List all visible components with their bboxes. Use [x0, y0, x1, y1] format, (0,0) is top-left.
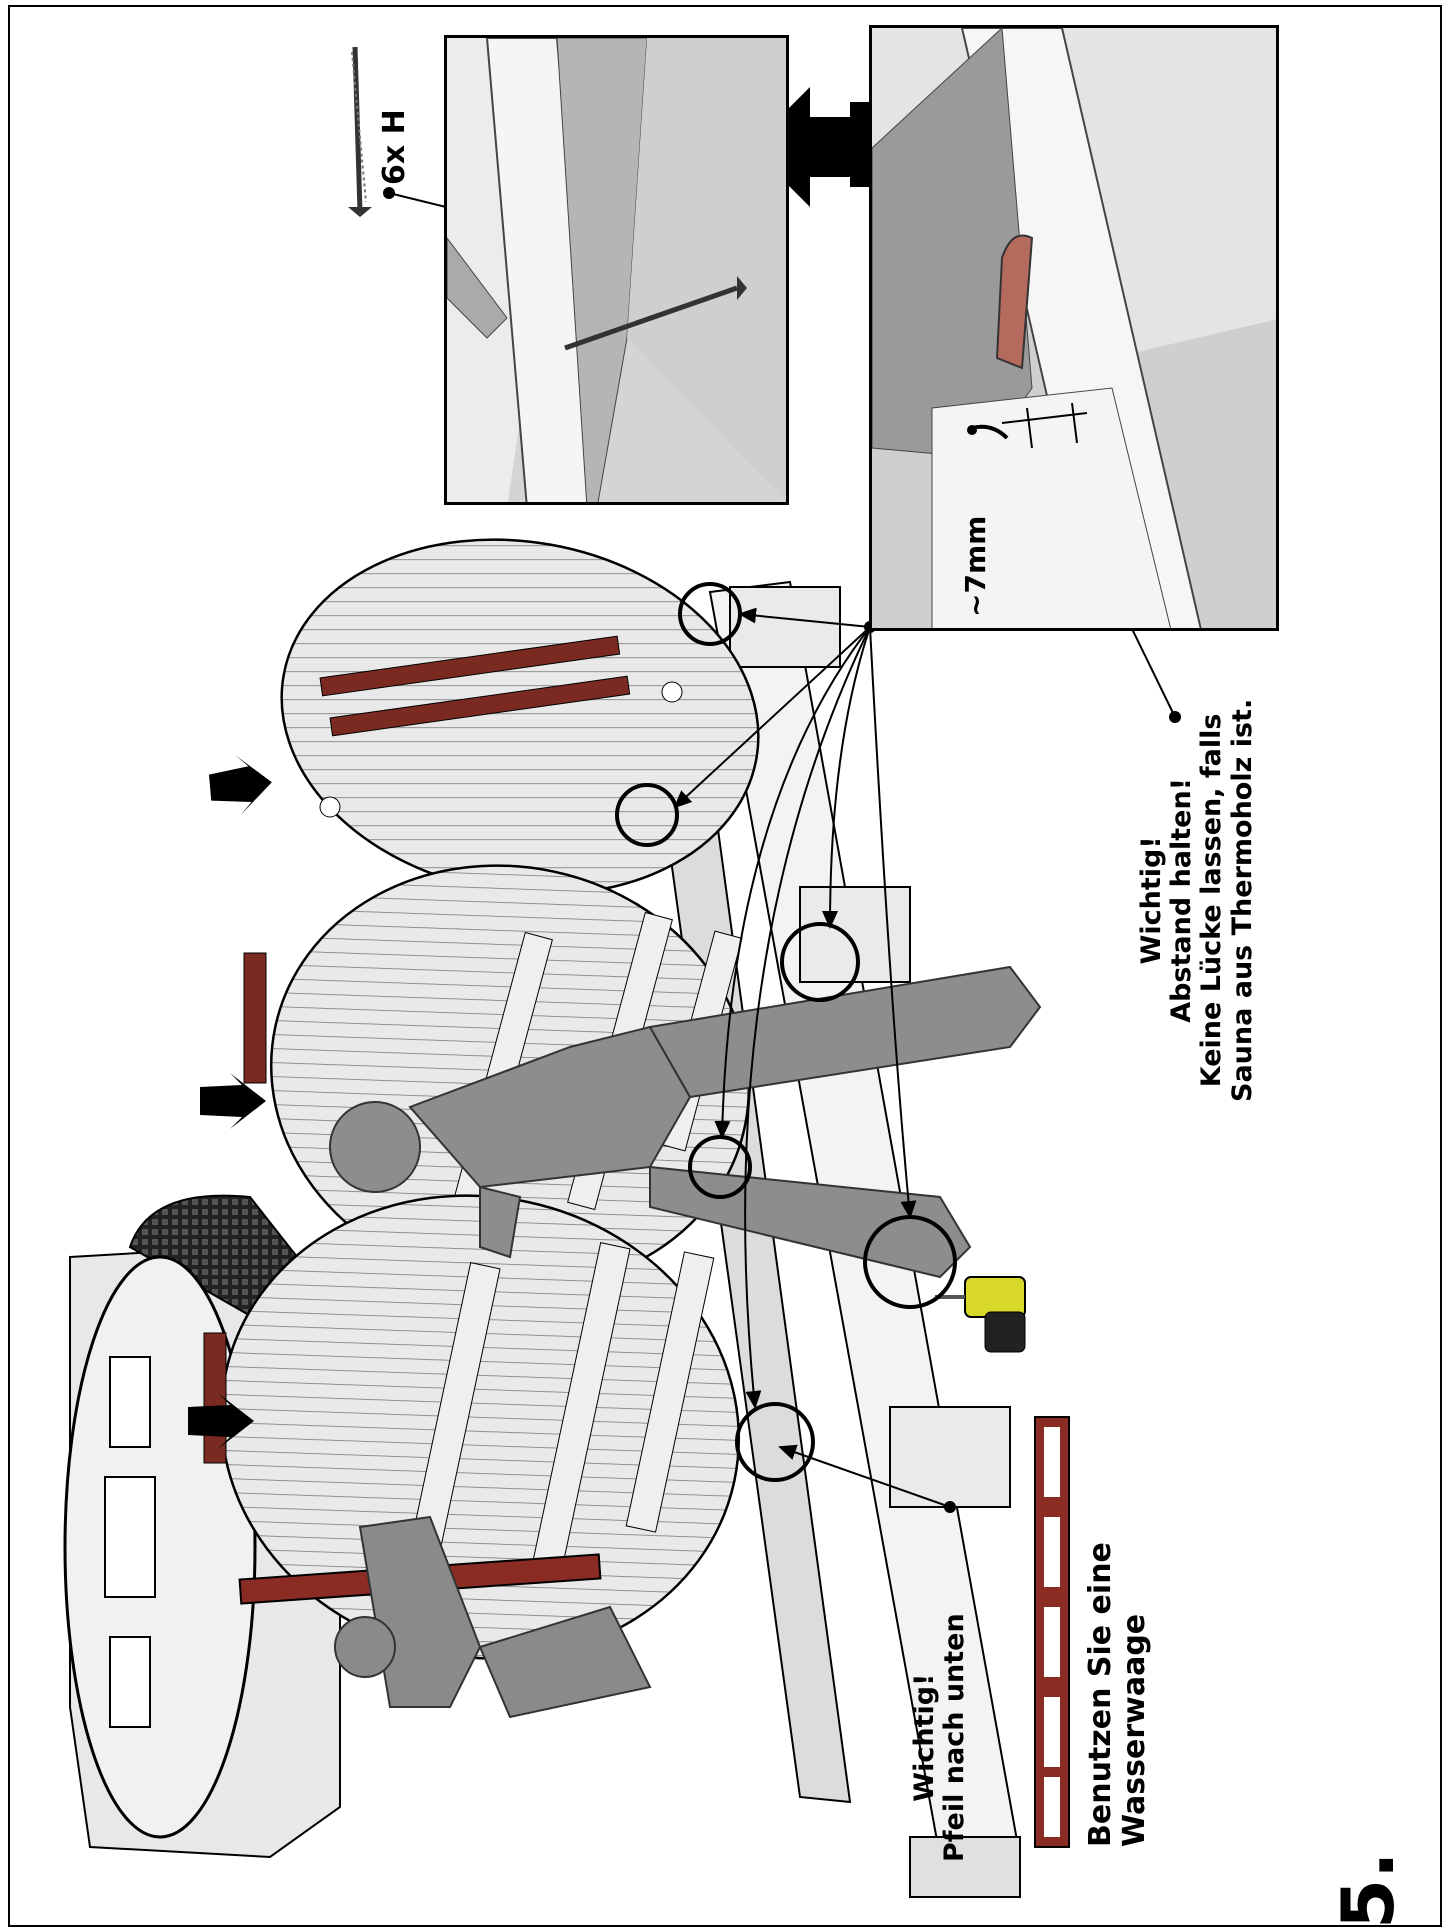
detail-circle: [735, 1402, 815, 1482]
detail-circle: [615, 783, 679, 847]
arrow-direction-note: Wichtig! Pfeil nach unten: [909, 1613, 971, 1862]
screw-detail-inset: [444, 35, 789, 505]
distance-note-line: Wichtig!: [1136, 836, 1167, 965]
level-note-line: Benutzen Sie eine: [1083, 1542, 1118, 1847]
orientation-arrows: [188, 755, 272, 1449]
arrow-note-line: Pfeil nach unten: [939, 1613, 971, 1862]
distance-note-line: Sauna aus Thermoholz ist.: [1226, 698, 1258, 1102]
spirit-level-note: Benutzen Sie eine Wasserwaage: [1083, 1542, 1152, 1847]
arrow-note-line: Wichtig!: [909, 1673, 940, 1802]
spirit-level-icon: [1034, 1416, 1070, 1848]
step-number: 5.: [1326, 1851, 1410, 1927]
detail-circle: [780, 922, 860, 1002]
distance-note: Wichtig! Abstand halten! Keine Lücke las…: [1136, 698, 1258, 1102]
helper-figure: [334, 1515, 652, 1719]
gap-measurement-label: ~7mm: [959, 515, 992, 617]
level-note-line: Wasserwaage: [1116, 1613, 1152, 1847]
front-wall-panel: [203, 1194, 741, 1660]
instruction-page: 5. 6x H ~7mm Wichtig! Abstand halten! Ke…: [8, 5, 1442, 1927]
distance-note-line: Abstand halten!: [1166, 777, 1198, 1023]
distance-note-line: Keine Lücke lassen, falls: [1196, 713, 1228, 1088]
worker-figure: [329, 965, 1042, 1279]
drill-tool: [935, 1276, 1026, 1353]
back-wall-panel: [280, 538, 760, 896]
screw-icon: [348, 46, 372, 217]
gap-detail-inset: [869, 25, 1279, 631]
assembly-illustration: [63, 46, 1181, 1898]
screw-count-label: 6x H: [377, 109, 412, 185]
